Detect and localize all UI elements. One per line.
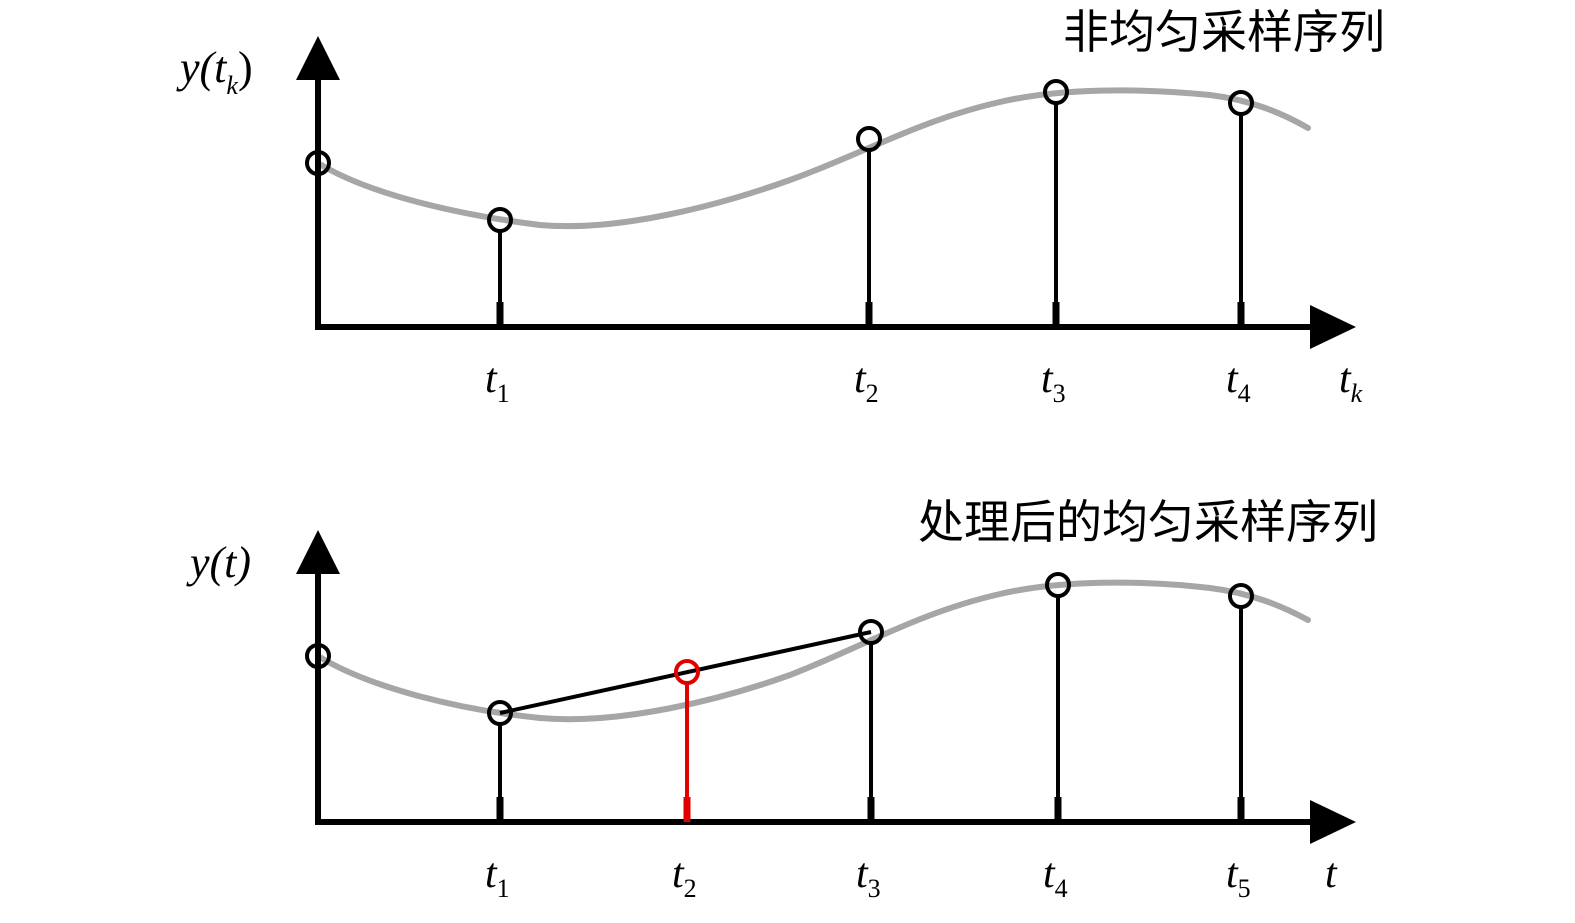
bottom-tick-label-3: t3 — [856, 851, 881, 903]
top-tick-label-3: t3 — [1041, 356, 1066, 408]
top-y-axis-arrow — [296, 36, 340, 80]
top-panel: 非均匀采样序列 y(tk) t1 t2 t3 t4 tk — [176, 5, 1385, 408]
top-sample-1 — [487, 207, 513, 233]
bottom-sample-4 — [1045, 572, 1071, 598]
bottom-tick-label-5: t5 — [1226, 851, 1251, 903]
bottom-signal-curve — [315, 579, 1311, 723]
top-x-axis-arrow — [1310, 305, 1356, 349]
bottom-x-label: t — [1325, 851, 1338, 897]
top-y-label: y(tk) — [176, 43, 253, 100]
bottom-tick-label-2: t2 — [672, 851, 697, 903]
top-signal-curve — [315, 87, 1311, 230]
top-x-label: tk — [1339, 356, 1363, 408]
top-sample-0 — [305, 150, 331, 176]
bottom-y-label: y(t) — [186, 538, 251, 587]
bottom-tick-label-1: t1 — [485, 851, 510, 903]
interpolation-line — [499, 630, 872, 715]
top-tick-label-2: t2 — [854, 356, 879, 408]
bottom-sample-3 — [858, 619, 884, 645]
top-tick-label-1: t1 — [485, 356, 510, 408]
top-sample-3 — [1043, 79, 1069, 105]
bottom-x-axis-arrow — [1310, 800, 1356, 844]
bottom-panel-title: 处理后的均匀采样序列 — [918, 495, 1378, 549]
bottom-tick-label-4: t4 — [1043, 851, 1068, 903]
bottom-sample-0 — [305, 643, 331, 669]
top-tick-label-4: t4 — [1226, 356, 1251, 408]
bottom-sample-5 — [1228, 583, 1254, 609]
top-sample-2 — [856, 126, 882, 152]
bottom-y-axis-arrow — [296, 530, 340, 574]
bottom-panel: 处理后的均匀采样序列 y(t) t1 t2 — [186, 495, 1378, 903]
top-sample-4 — [1228, 90, 1254, 116]
top-panel-title: 非均匀采样序列 — [1063, 5, 1385, 59]
bottom-sample-2-interpolated — [674, 659, 700, 685]
bottom-sample-1 — [487, 700, 513, 726]
